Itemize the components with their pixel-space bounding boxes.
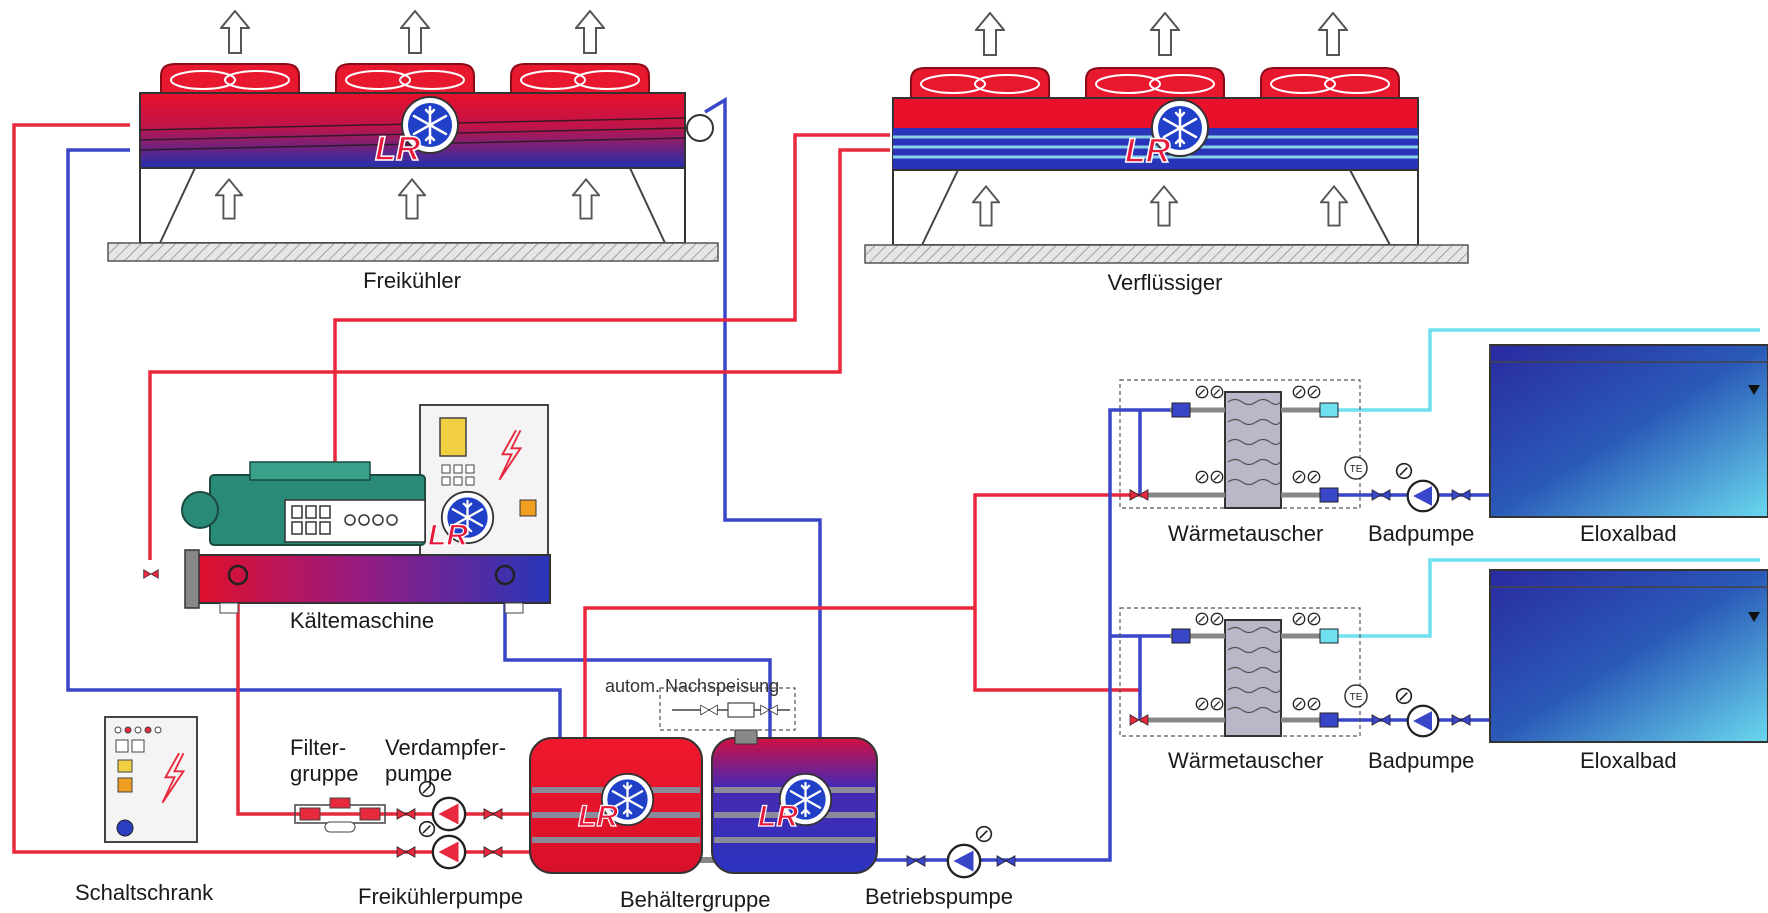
pipe-hot-distribution	[585, 495, 1140, 760]
gauge-icon	[420, 822, 435, 837]
up-arrow-icon	[1151, 13, 1179, 55]
label-eloxalbad-2: Eloxalbad	[1580, 748, 1677, 774]
valve-icon	[997, 856, 1015, 867]
eloxalbad-2	[1490, 570, 1768, 742]
pump-icon	[1408, 706, 1439, 737]
label-badpumpe-2: Badpumpe	[1368, 748, 1474, 774]
svg-text:TE: TE	[1350, 464, 1363, 475]
label-behaeltergruppe: Behältergruppe	[620, 887, 770, 913]
valve-icon	[907, 856, 925, 867]
valve-icon	[397, 847, 415, 858]
lr-logo: LR	[1125, 132, 1171, 170]
betriebspumpe	[907, 827, 1015, 878]
pipe-hot-branch-2	[975, 608, 1140, 690]
label-waermetauscher-1: Wärmetauscher	[1168, 521, 1323, 547]
label-nachspeisung: autom. Nachspeisung	[605, 673, 779, 699]
valve-icon	[144, 570, 159, 579]
label-eloxalbad-1: Eloxalbad	[1580, 521, 1677, 547]
lr-logo: LR	[758, 800, 798, 833]
svg-text:TE: TE	[1350, 692, 1363, 703]
label-verdampferpumpe: Verdampfer- pumpe	[385, 735, 506, 787]
gauge-icon	[1308, 386, 1319, 397]
gauge-icon	[1211, 471, 1222, 482]
label-betriebspumpe: Betriebspumpe	[865, 884, 1013, 910]
eloxalbad-1	[1490, 345, 1768, 517]
label-filtergruppe: Filter- gruppe	[290, 735, 359, 787]
gauge-icon	[1308, 698, 1319, 709]
plate-heat-exchanger	[1225, 620, 1281, 736]
valve-icon	[1372, 715, 1390, 726]
verfluessiger-unit: LR	[865, 13, 1468, 263]
gauge-icon	[1293, 386, 1304, 397]
label-badpumpe-1: Badpumpe	[1368, 521, 1474, 547]
up-arrow-icon	[221, 11, 249, 53]
pump-icon	[1408, 481, 1439, 512]
gauge-icon	[1211, 386, 1222, 397]
up-arrow-icon	[576, 11, 604, 53]
waermetauscher-group-2: TE	[1120, 608, 1470, 736]
gauge-icon	[1308, 471, 1319, 482]
lr-logo: LR	[428, 519, 468, 552]
kaeltemaschine-unit: LR	[144, 405, 550, 613]
gauge-icon	[1211, 698, 1222, 709]
up-arrow-icon	[976, 13, 1004, 55]
valve-icon	[1452, 715, 1470, 726]
up-arrow-icon	[1319, 13, 1347, 55]
label-schaltschrank: Schaltschrank	[75, 880, 213, 906]
behaeltergruppe: LR LR	[530, 688, 877, 873]
fan-icon	[911, 68, 1049, 102]
valve-icon	[484, 847, 502, 858]
pump-icon	[433, 798, 465, 830]
gauge-icon	[1293, 613, 1304, 624]
gauge-icon	[1211, 613, 1222, 624]
label-kaeltemaschine: Kältemaschine	[290, 608, 434, 634]
gauge-icon	[1308, 613, 1319, 624]
lr-logo: LR	[578, 800, 618, 833]
valve-icon	[397, 809, 415, 820]
schaltschrank-cabinet	[105, 717, 197, 842]
fan-icon	[1261, 68, 1399, 102]
valve-icon	[701, 705, 718, 715]
label-freikuehlerpumpe: Freikühlerpumpe	[358, 884, 523, 910]
gauge-icon	[1397, 464, 1412, 479]
valve-icon	[1372, 490, 1390, 501]
valve-icon	[1452, 490, 1470, 501]
gauge-icon	[1196, 613, 1207, 624]
fan-icon	[1086, 68, 1224, 102]
lr-logo: LR	[375, 130, 421, 168]
waermetauscher-group-1: TE	[1120, 380, 1470, 511]
gauge-icon	[977, 827, 992, 842]
gauge-icon	[1293, 471, 1304, 482]
freikuehler-unit: LR	[108, 11, 718, 261]
valve-icon	[484, 809, 502, 820]
gauge-icon	[1196, 471, 1207, 482]
gauge-icon	[1293, 698, 1304, 709]
pump-icon	[433, 836, 465, 868]
plate-heat-exchanger	[1225, 392, 1281, 508]
label-waermetauscher-2: Wärmetauscher	[1168, 748, 1323, 774]
gauge-icon	[1196, 386, 1207, 397]
verdampferpumpe	[397, 782, 502, 831]
label-freikuehler: Freikühler	[363, 268, 461, 294]
label-verfluessiger: Verflüssiger	[1108, 270, 1223, 296]
pump-icon	[948, 845, 980, 877]
gauge-icon	[1397, 689, 1412, 704]
gauge-icon	[1196, 698, 1207, 709]
up-arrow-icon	[401, 11, 429, 53]
